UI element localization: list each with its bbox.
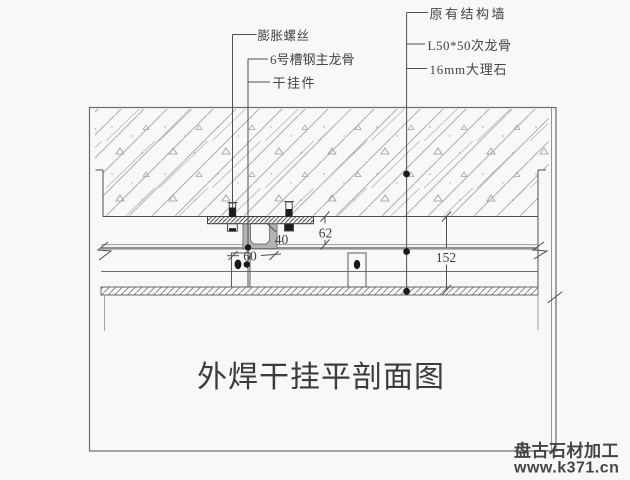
clip-bolt-icon <box>353 259 361 270</box>
clip-bolt-icon <box>234 259 242 270</box>
drawing-title: 外焊干挂平剖面图 <box>197 361 445 394</box>
hanger-clip-right <box>347 252 367 288</box>
channel-steel-section <box>242 223 278 249</box>
dim-text-152: 152 <box>436 250 456 265</box>
hanger-clip-left <box>231 252 251 288</box>
label-hanger: 干挂件 <box>273 76 317 91</box>
annotation-leaders-right <box>403 12 428 295</box>
expansion-bolt-left <box>227 202 238 232</box>
label-secondary-keel: L50*50次龙骨 <box>428 38 512 53</box>
cladding-layer-lines <box>101 244 538 272</box>
dimension-wall-to-keel: 62 <box>319 211 333 250</box>
expansion-bolt-right <box>284 201 294 232</box>
dim-text-40: 40 <box>275 232 289 247</box>
leader-dot-marble <box>403 287 410 295</box>
label-expansion-screw: 膨胀螺丝 <box>258 29 310 43</box>
watermark-url: www.k371.cn <box>513 460 619 477</box>
dimension-channel-flange: 40 <box>266 222 289 247</box>
marble-panel <box>100 286 539 331</box>
break-marks <box>96 241 549 261</box>
leader-dot-hanger <box>243 261 250 268</box>
embedded-steel-plate <box>207 216 314 225</box>
leader-dot-main-keel <box>244 244 252 251</box>
label-main-keel: 6号槽钢主龙骨 <box>270 52 355 67</box>
label-marble: 16mm大理石 <box>430 62 508 77</box>
dimension-wall-to-marble: 152 <box>436 211 456 296</box>
label-structural-wall: 原有结构墙 <box>430 7 508 22</box>
structural-wall-section <box>95 109 549 287</box>
frame-break-tick <box>547 291 563 304</box>
dim-text-62: 62 <box>319 226 333 241</box>
leader-dot-secondary-keel <box>403 248 410 255</box>
drawing-frame <box>88 106 563 452</box>
dim-text-60: 60 <box>243 249 257 264</box>
watermark-brand: 盘古石材加工 <box>514 441 619 461</box>
break-mark-left <box>96 241 113 261</box>
annotation-leaders-left <box>232 34 270 288</box>
break-mark-right <box>531 241 549 260</box>
leader-dot-wall <box>403 170 410 178</box>
dimension-channel-width: 60 <box>227 249 282 264</box>
watermark: 盘古石材加工 www.k371.cn <box>513 441 619 477</box>
